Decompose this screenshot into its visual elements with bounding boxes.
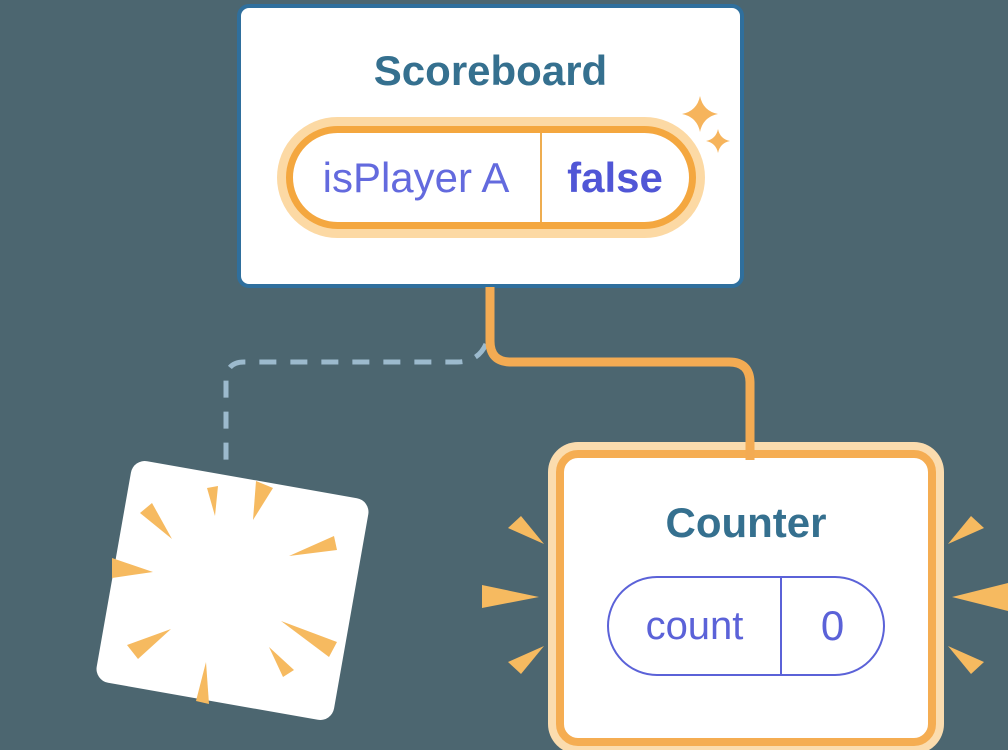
removed-component-card — [94, 458, 371, 723]
count-key-label: count — [609, 578, 782, 674]
counter-card: Counter count 0 — [556, 450, 936, 746]
scoreboard-title: Scoreboard — [373, 47, 608, 94]
state-value-label: false — [567, 153, 663, 201]
scoreboard-card: Scoreboard isPlayer A false — [237, 4, 744, 288]
counter-state-pill: count 0 — [607, 576, 885, 676]
state-key-label: isPlayer A — [293, 133, 542, 222]
counter-title: Counter — [665, 499, 827, 546]
orange-connector-line — [485, 287, 755, 460]
dashed-connector-line — [223, 342, 489, 461]
scoreboard-state-pill: isPlayer A false — [285, 126, 696, 229]
count-value-label: 0 — [820, 602, 845, 649]
